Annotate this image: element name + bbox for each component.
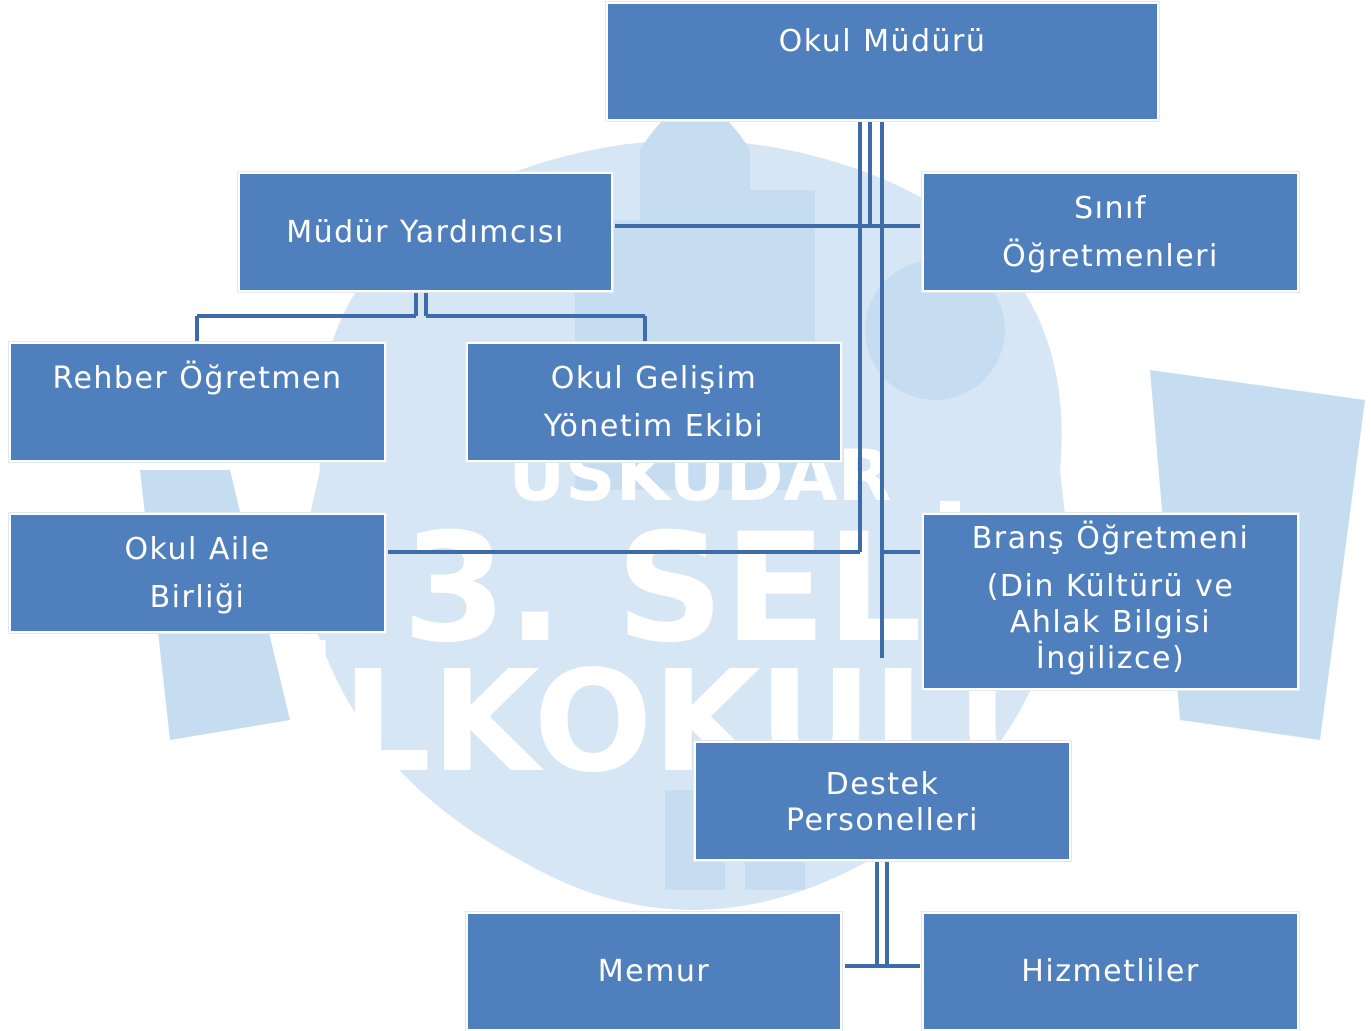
node-label: Hizmetliler [1021, 954, 1200, 989]
node-label: Memur [597, 954, 711, 989]
node-rehber-ogretmen: Rehber Öğretmen [9, 342, 386, 462]
node-label: Yönetim Ekibi [543, 409, 765, 444]
node-label: Destek [825, 767, 940, 802]
node-label: Okul Aile [124, 532, 271, 567]
node-okul-gelisim-yonetim-ekibi: Okul Gelişim Yönetim Ekibi [466, 342, 842, 462]
node-label: Ahlak Bilgisi [1009, 605, 1212, 640]
node-label: Branş Öğretmeni [971, 521, 1250, 556]
node-label: Rehber Öğretmen [52, 361, 343, 396]
node-destek-personelleri: Destek Personelleri [694, 741, 1071, 861]
node-sinif-ogretmenleri: Sınıf Öğretmenleri [922, 172, 1299, 292]
node-label: Sınıf [1074, 191, 1147, 226]
node-label: Okul Gelişim [550, 361, 758, 396]
node-label: Okul Müdürü [778, 24, 987, 59]
node-brans-ogretmeni: Branş Öğretmeni (Din Kültürü ve Ahlak Bi… [922, 513, 1299, 690]
node-label: Personelleri [785, 803, 980, 838]
node-label: (Din Kültürü ve [986, 569, 1235, 604]
node-label: Öğretmenleri [1002, 239, 1219, 274]
node-okul-aile-birligi: Okul Aile Birliği [9, 513, 386, 633]
node-label: İngilizce) [1035, 641, 1186, 676]
node-hizmetliler: Hizmetliler [922, 912, 1299, 1031]
node-mudur-yardimcisi: Müdür Yardımcısı [238, 172, 613, 292]
node-memur: Memur [466, 912, 842, 1031]
node-label: Müdür Yardımcısı [286, 215, 565, 250]
node-label: Birliği [149, 580, 246, 615]
node-okul-muduru: Okul Müdürü [606, 2, 1159, 121]
